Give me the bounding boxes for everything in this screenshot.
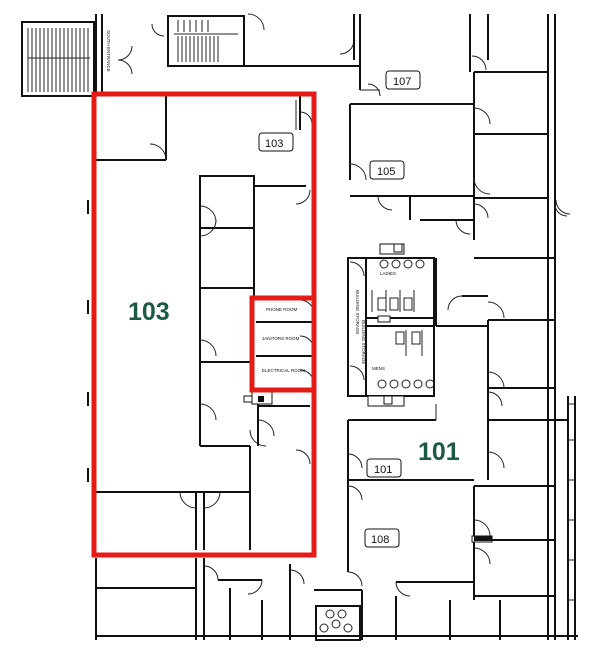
room-tag-103: 103 bbox=[258, 132, 294, 152]
restroom-core: LADIES MENS BUILDING STORAGE BUILDING ST… bbox=[347, 243, 435, 407]
top-right-offices bbox=[349, 14, 571, 640]
svg-text:105: 105 bbox=[377, 166, 395, 178]
mens-label: MENS bbox=[372, 366, 385, 371]
janitors-room-label: JANITORS ROOM bbox=[262, 336, 300, 341]
utility-rooms: PHONE ROOM JANITORS ROOM ELECTRICAL ROOM bbox=[256, 299, 315, 385]
right-block-101 bbox=[347, 203, 576, 640]
utility-rooms-highlight bbox=[252, 295, 317, 390]
room-103-label: 103 bbox=[128, 298, 170, 326]
svg-text:101: 101 bbox=[374, 464, 392, 476]
room-103-highlight bbox=[91, 91, 317, 558]
building-storage-label-2: BUILDING STORAGE bbox=[361, 320, 366, 364]
svg-text:107: 107 bbox=[393, 76, 411, 88]
south-entrance-label: SOUTH ENTRANCE bbox=[106, 30, 111, 72]
bottom-left-area bbox=[95, 558, 578, 641]
building-storage-label: BUILDING STORAGE bbox=[355, 290, 360, 334]
room-tag-107: 107 bbox=[385, 70, 421, 90]
north-stairs bbox=[151, 13, 360, 67]
south-entrance-stairs: SOUTH ENTRANCE bbox=[21, 14, 133, 97]
room-101-label: 101 bbox=[418, 438, 460, 466]
room-tag-101: 101 bbox=[366, 458, 402, 478]
phone-room-label: PHONE ROOM bbox=[266, 307, 298, 312]
room-103-interior bbox=[87, 96, 313, 550]
svg-text:103: 103 bbox=[265, 138, 283, 150]
ladies-label: LADIES bbox=[380, 271, 396, 276]
room-tag-108: 108 bbox=[364, 528, 400, 548]
room-tag-105: 105 bbox=[369, 160, 405, 180]
svg-text:108: 108 bbox=[371, 534, 389, 546]
electrical-room-label: ELECTRICAL ROOM bbox=[262, 368, 305, 373]
